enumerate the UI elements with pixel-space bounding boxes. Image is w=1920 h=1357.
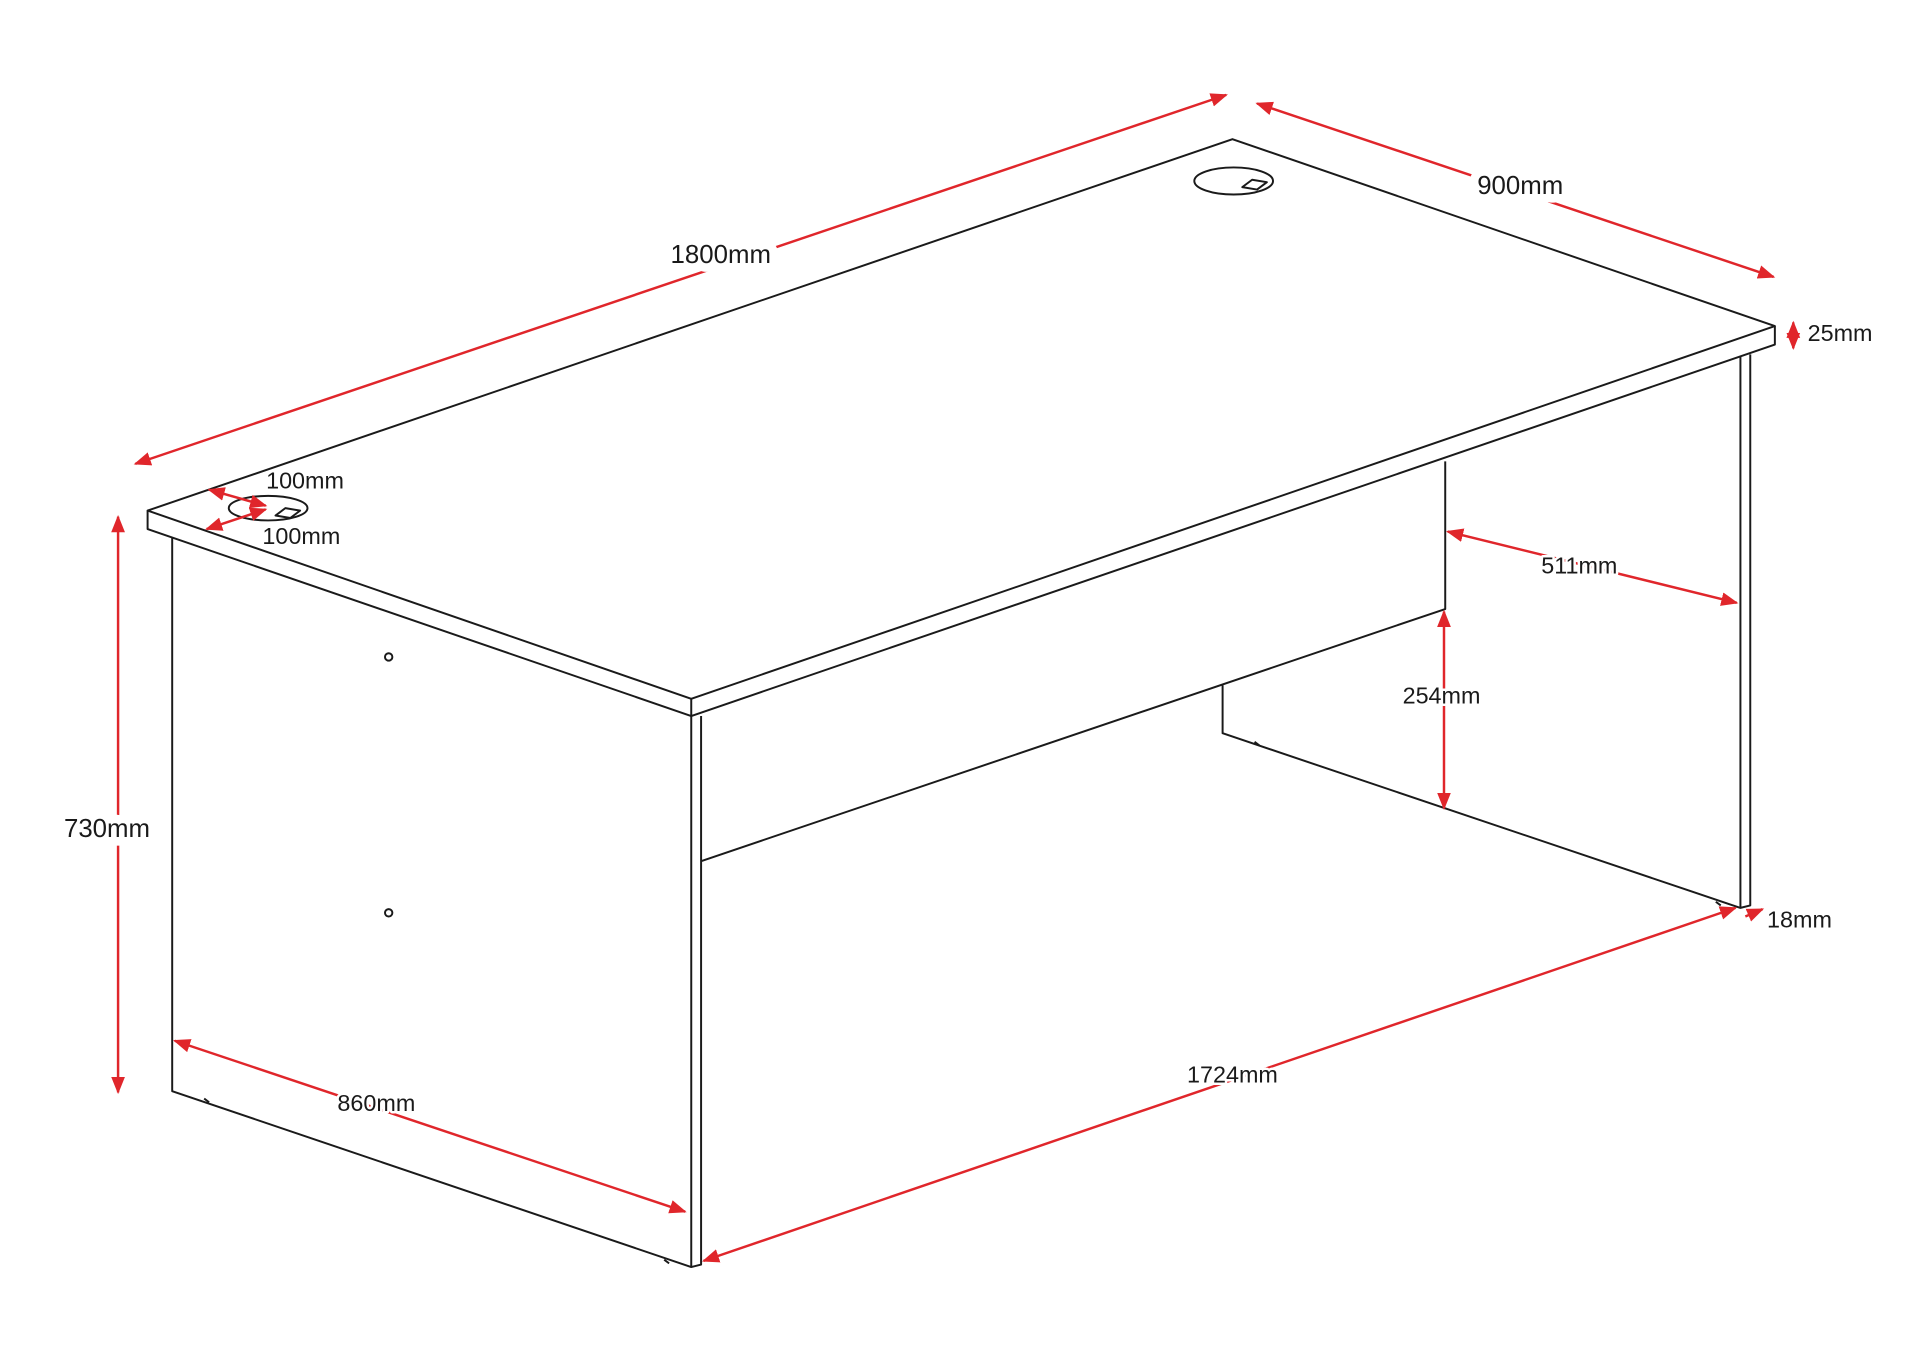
grommet-flap-back bbox=[1241, 178, 1268, 191]
panel-thickness-label: 18mm bbox=[1767, 907, 1832, 933]
top-thickness-label: 25mm bbox=[1808, 320, 1873, 346]
dimension-lines bbox=[111, 93, 1801, 1263]
length-label: 1800mm bbox=[671, 241, 771, 269]
dimension-labels: 1800mm 900mm 25mm 730mm 860mm 1724mm 511… bbox=[55, 163, 1875, 1118]
left-leg-panel bbox=[171, 537, 703, 1269]
inner-width-label: 1724mm bbox=[1187, 1062, 1278, 1088]
leg-setback-label: 511mm bbox=[1541, 552, 1617, 578]
screw-icon bbox=[384, 908, 394, 918]
leg-depth-label: 860mm bbox=[337, 1090, 415, 1116]
height-label: 730mm bbox=[64, 815, 150, 843]
modesty-panel-height-label: 254mm bbox=[1403, 683, 1481, 709]
depth-label: 900mm bbox=[1477, 172, 1563, 200]
modesty-panel bbox=[700, 461, 1447, 863]
desk-top-surface bbox=[146, 138, 1776, 700]
grommet-offset-x-label: 100mm bbox=[266, 467, 344, 493]
grommet-flap-front bbox=[274, 507, 302, 519]
grommet-offset-y-label: 100mm bbox=[262, 523, 340, 549]
right-leg-panel bbox=[1221, 354, 1752, 909]
foot-glides bbox=[203, 741, 1722, 1265]
screw-icon bbox=[384, 652, 394, 662]
